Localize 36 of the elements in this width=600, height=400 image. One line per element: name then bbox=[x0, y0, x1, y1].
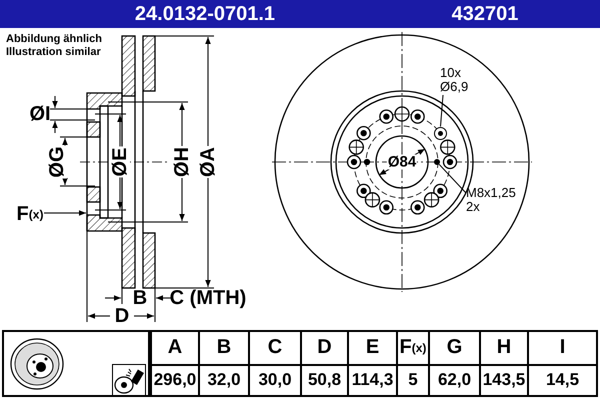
dimension-label: C (MTH) bbox=[168, 288, 248, 308]
callout-text: 10x Ø6,9 bbox=[440, 66, 478, 94]
value-cell: 143,5 bbox=[479, 364, 527, 395]
column-header: G bbox=[428, 332, 479, 364]
note-text: Illustration similar bbox=[6, 46, 101, 58]
bolt-hole bbox=[434, 126, 446, 140]
value-cell: 5 bbox=[396, 364, 428, 395]
threaded-hole bbox=[434, 159, 440, 165]
leader-line bbox=[440, 94, 444, 127]
value-cell: 296,0 bbox=[150, 364, 198, 395]
value-cell: 32,0 bbox=[198, 364, 248, 395]
dimension-label: ØA bbox=[198, 146, 218, 178]
value-cell: 114,3 bbox=[347, 364, 396, 395]
dimension-label: D bbox=[114, 306, 130, 326]
value-cell: 14,5 bbox=[527, 364, 596, 395]
column-header: B bbox=[198, 332, 248, 364]
part-number: 24.0132-0701.1 bbox=[134, 3, 276, 26]
column-header: D bbox=[300, 332, 347, 364]
part-number: 432701 bbox=[452, 3, 518, 26]
dimension-label: B bbox=[132, 288, 148, 308]
column-header: C bbox=[248, 332, 300, 364]
dimension-label: ØH bbox=[172, 146, 192, 178]
column-header: E bbox=[347, 332, 396, 364]
dimension-label: ØG bbox=[47, 145, 67, 179]
value-cell: 62,0 bbox=[428, 364, 479, 395]
column-header: H bbox=[479, 332, 527, 364]
value-cell: 50,8 bbox=[300, 364, 347, 395]
note-text: Abbildung ähnlich bbox=[6, 33, 102, 45]
dimension-label: ØI bbox=[28, 104, 52, 124]
dimension-label: ØE bbox=[110, 146, 130, 178]
dimension-label: Ø84 bbox=[386, 154, 418, 170]
column-header: A bbox=[150, 332, 198, 364]
callout-text: M8x1,25 2x bbox=[466, 186, 528, 214]
column-header: I bbox=[527, 332, 596, 364]
leader-line bbox=[438, 164, 466, 194]
value-cell: 30,0 bbox=[248, 364, 300, 395]
